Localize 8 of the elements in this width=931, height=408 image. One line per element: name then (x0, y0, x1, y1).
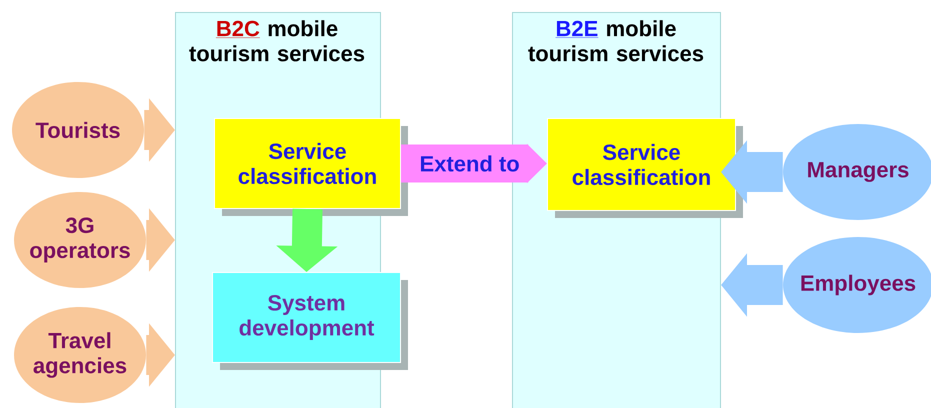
process-box: System development (212, 272, 408, 370)
speech-bubble: 3G operators (14, 192, 146, 288)
speech-bubble: Managers (783, 124, 931, 220)
speech-bubble: Tourists (12, 82, 144, 178)
process-box: Service classification (547, 118, 743, 218)
speech-bubble: Travel agencies (14, 307, 146, 403)
speech-bubble: Employees (783, 237, 931, 333)
process-box: Service classification (214, 118, 408, 216)
